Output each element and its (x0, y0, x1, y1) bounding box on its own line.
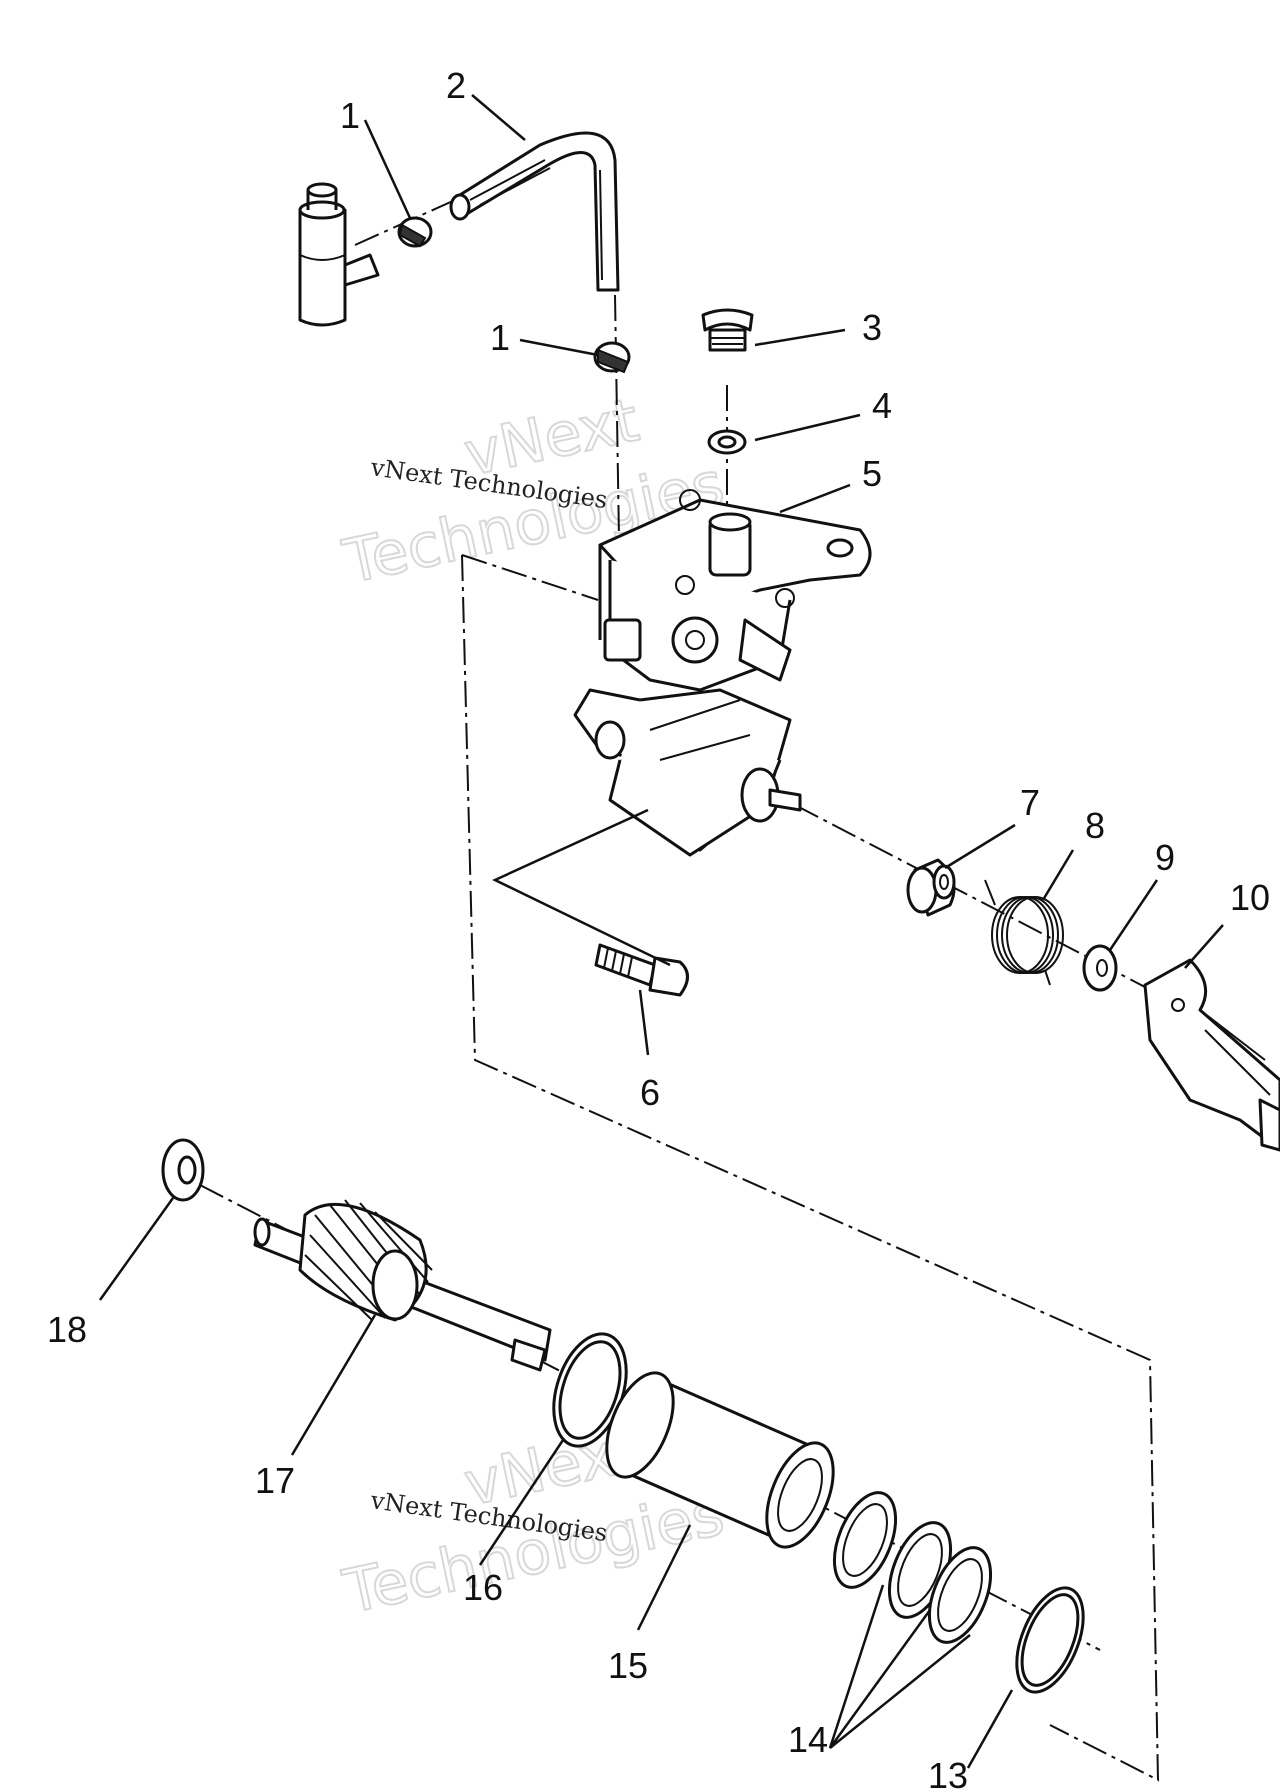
callout-4: 4 (872, 385, 892, 426)
inlet-fitting-part (298, 182, 380, 327)
callout-8: 8 (1085, 805, 1105, 846)
washer-part-4 (707, 429, 747, 455)
callout-6: 6 (640, 1072, 660, 1113)
return-spring-part-8 (984, 879, 1064, 986)
callout-2: 2 (446, 65, 466, 106)
o-ring-part-16 (552, 1332, 628, 1448)
washer-part-9 (1082, 944, 1118, 992)
thrust-washer-part-18 (161, 1138, 205, 1202)
oil-pump-body-part-5 (573, 489, 872, 857)
callout-18: 18 (47, 1309, 87, 1350)
callout-14: 14 (788, 1719, 828, 1760)
callout-5: 5 (862, 453, 882, 494)
collar-part-7 (906, 858, 956, 917)
callout-15: 15 (608, 1645, 648, 1686)
callout-1-lower: 1 (490, 317, 510, 358)
callout-13: 13 (928, 1755, 968, 1792)
hose-clamp-part-1a (397, 216, 433, 248)
leader-lines (98, 94, 1224, 1769)
hose-clamp-part-1b (593, 341, 631, 374)
bleeder-bolt-part-3 (701, 308, 754, 352)
pump-lever-part-10 (1143, 958, 1280, 1152)
callout-1-upper: 1 (340, 95, 360, 136)
bushing-sleeve-part-15 (605, 1371, 835, 1549)
drive-gear-shaft-part-17 (253, 1199, 552, 1372)
callout-10: 10 (1230, 877, 1270, 918)
callout-9: 9 (1155, 837, 1175, 878)
mounting-bolt-part-6 (594, 943, 689, 997)
callout-16: 16 (463, 1567, 503, 1608)
o-ring-part-13 (1015, 1586, 1085, 1694)
callout-17: 17 (255, 1460, 295, 1501)
shims-part-14 (832, 1491, 993, 1644)
callout-7: 7 (1020, 782, 1040, 823)
oil-hose-part-2 (449, 131, 620, 292)
callout-3: 3 (862, 307, 882, 348)
assembly-boundary-left (461, 554, 1160, 1782)
